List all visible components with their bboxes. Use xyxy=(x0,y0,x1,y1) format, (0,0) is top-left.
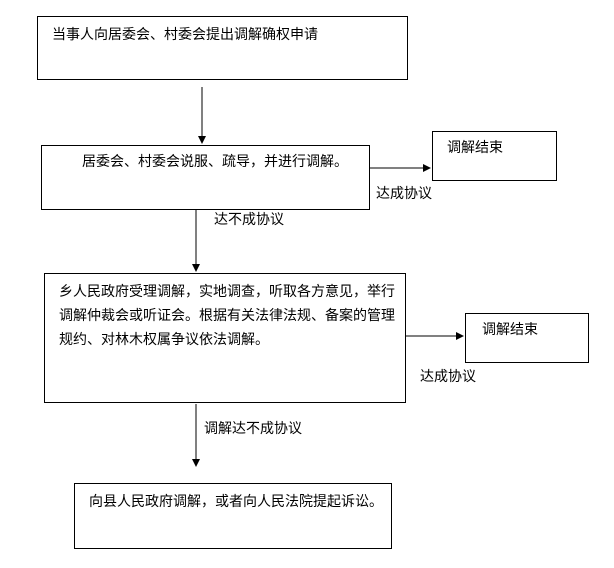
label-agreement-2: 达成协议 xyxy=(420,369,476,385)
committee-mediation-text: 居委会、村委会说服、疏导，并进行调解。 xyxy=(82,154,348,170)
mediation-end-text-2: 调解结束 xyxy=(482,322,538,338)
mediation-end-box-1: 调解结束 xyxy=(432,131,557,181)
committee-mediation-box: 居委会、村委会说服、疏导，并进行调解。 xyxy=(41,145,370,210)
label-no-agreement-2: 调解达不成协议 xyxy=(204,421,302,437)
label-agreement-1: 达成协议 xyxy=(376,186,432,202)
label-no-agreement-1: 达不成协议 xyxy=(214,212,284,228)
mediation-end-text-1: 调解结束 xyxy=(447,140,503,156)
mediation-end-box-2: 调解结束 xyxy=(465,313,589,363)
township-mediation-text: 乡人民政府受理调解，实地调查，听取各方意见，举行调解仲裁会或听证会。根据有关法律… xyxy=(59,284,395,348)
apply-mediation-text: 当事人向居委会、村委会提出调解确权申请 xyxy=(52,27,318,43)
county-or-court-text: 向县人民政府调解，或者向人民法院提起诉讼。 xyxy=(89,494,383,510)
apply-mediation-box: 当事人向居委会、村委会提出调解确权申请 xyxy=(37,16,408,80)
county-or-court-box: 向县人民政府调解，或者向人民法院提起诉讼。 xyxy=(74,483,392,549)
township-mediation-box: 乡人民政府受理调解，实地调查，听取各方意见，举行调解仲裁会或听证会。根据有关法律… xyxy=(44,273,406,403)
